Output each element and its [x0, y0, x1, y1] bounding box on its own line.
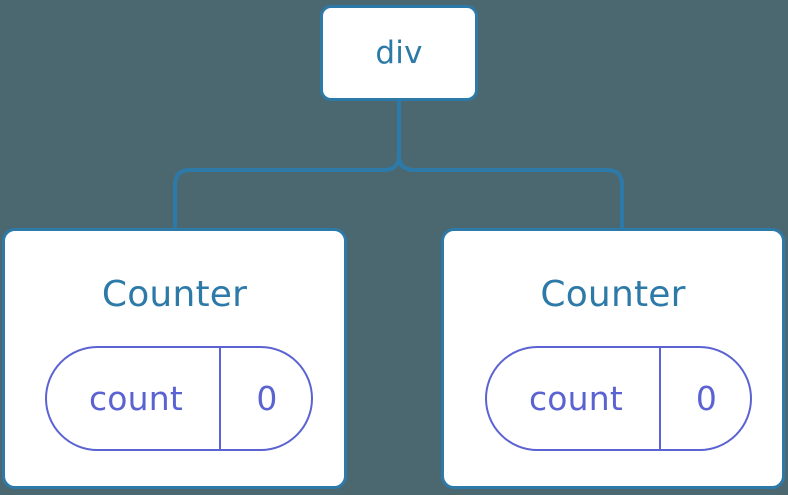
node-counter-0-title: Counter: [101, 274, 248, 315]
connector-right: [397, 101, 624, 232]
node-div[interactable]: div: [320, 5, 478, 101]
node-counter-1-title: Counter: [540, 274, 686, 315]
state-pill-0-value-cell: 0: [221, 348, 311, 449]
state-pill-1-value-cell: 0: [661, 348, 750, 449]
node-div-label: div: [375, 34, 423, 71]
state-pill-0[interactable]: count 0: [45, 346, 313, 451]
state-pill-0-key: count: [88, 379, 184, 418]
state-pill-1-value: 0: [695, 379, 718, 418]
state-pill-1-key: count: [528, 379, 624, 418]
state-pill-1[interactable]: count 0: [485, 346, 752, 451]
node-counter-1[interactable]: Counter count 0: [441, 228, 785, 489]
connector-left: [173, 101, 401, 232]
node-counter-0[interactable]: Counter count 0: [2, 228, 347, 489]
state-pill-1-key-cell: count: [487, 348, 661, 449]
state-pill-0-key-cell: count: [47, 348, 221, 449]
state-pill-0-value: 0: [256, 379, 278, 418]
